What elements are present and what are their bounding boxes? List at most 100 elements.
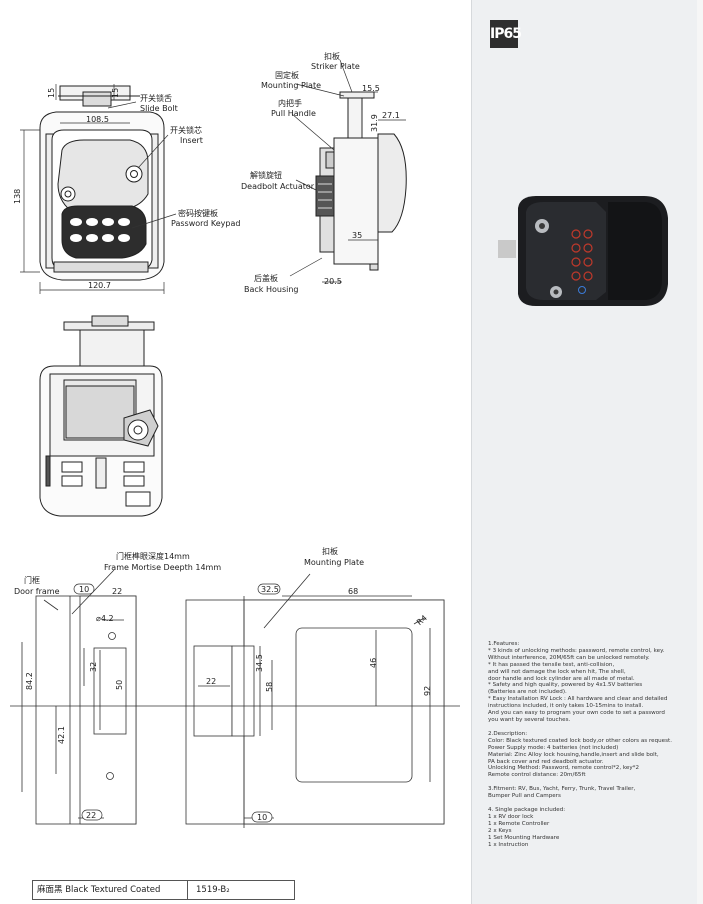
finish-code: 1519-B₂ xyxy=(196,885,230,895)
features-line: * Easy Installation RV Lock : All hardwa… xyxy=(488,696,668,703)
dim-15-right: 15 xyxy=(111,88,120,98)
features-section: 1.Features: * 3 kinds of unlocking metho… xyxy=(488,641,693,724)
dim-120-7: 120.7 xyxy=(88,281,111,290)
dim-108-5: 108.5 xyxy=(86,115,109,124)
fitment-line: 3.Fitment: RV, Bus, Yacht, Ferry, Trunk,… xyxy=(488,786,636,793)
label-slide-bolt-cn: 开关锁舌 xyxy=(140,93,172,103)
dim-92: 92 xyxy=(423,686,432,696)
label-actuator-en: Deadbolt Actuator xyxy=(241,182,315,191)
dim-138: 138 xyxy=(13,189,22,204)
label-mounting-cn: 固定板 xyxy=(275,70,299,80)
dim-27-1: 27.1 xyxy=(382,111,400,120)
label-slide-bolt-en: Slide Bolt xyxy=(140,104,178,113)
side-view xyxy=(315,91,407,271)
label-doorframe-en: Door frame xyxy=(14,587,60,596)
features-line: Without interference, 20M/65ft can be un… xyxy=(488,654,650,661)
label-housing-en: Back Housing xyxy=(244,285,298,294)
label-actuator-cn: 解锁旋钮 xyxy=(250,170,282,180)
pill-32-5 xyxy=(257,583,281,595)
technical-drawings: 15 15 108.5 138 120.7 开关锁舌 Slide Bolt 开关… xyxy=(10,51,460,828)
description-line: Color: Black textured coated lock body,o… xyxy=(488,737,672,744)
package-line: 1 x Remote Controller xyxy=(488,820,550,827)
info-panel xyxy=(471,0,698,904)
description-line: Unlocking Method: Password, remote contr… xyxy=(488,765,640,772)
cutout-left xyxy=(10,569,150,825)
fitment-line: Bumper Pull and Campers xyxy=(488,793,561,800)
description-line: 2.Description: xyxy=(488,730,528,737)
dim-58: 58 xyxy=(265,682,274,692)
front-view-dimensions xyxy=(20,84,177,294)
features-line: instructions included, it only takes 10-… xyxy=(488,703,644,710)
label-handle-cn: 内把手 xyxy=(278,98,302,108)
dim-20-5: 20.5 xyxy=(324,277,342,286)
pill-10-bottom xyxy=(251,811,273,823)
label-mplate-en: Mounting Plate xyxy=(304,558,364,567)
product-notes: 1.Features: * 3 kinds of unlocking metho… xyxy=(488,641,693,855)
label-handle-en: Pull Handle xyxy=(271,109,316,118)
package-line: 1 Set Mounting Hardware xyxy=(488,834,560,841)
features-line: * 3 kinds of unlocking methods: password… xyxy=(488,647,665,654)
description-line: Power Supply mode: 4 batteries (not incl… xyxy=(488,744,619,751)
features-line: 1.Features: xyxy=(488,641,520,647)
finish-table: 麻面黑 Black Textured Coated 1519-B₂ xyxy=(32,880,295,900)
dim-32: 32 xyxy=(89,662,98,672)
finish-name: 麻面黑 Black Textured Coated xyxy=(33,881,188,899)
package-line: 1 x Instruction xyxy=(488,841,529,848)
description-section: 2.Description: Color: Black textured coa… xyxy=(488,731,693,779)
label-striker-cn: 扣板 xyxy=(324,51,340,61)
cutout-right xyxy=(150,573,460,828)
label-insert-en: Insert xyxy=(180,136,203,145)
dim-32-5: 32.5 xyxy=(261,585,279,594)
dim-50: 50 xyxy=(115,680,124,690)
label-doorframe-cn: 门框 xyxy=(24,575,40,585)
dim-10-bottom: 10 xyxy=(257,813,267,822)
features-line: And you can easy to program your own cod… xyxy=(488,710,665,717)
description-line: Material: Zinc Alloy lock housing,handle… xyxy=(488,751,659,758)
dim-84-2: 84.2 xyxy=(25,672,34,690)
features-line: * It has passed the tensile test, anti-c… xyxy=(488,661,615,668)
features-line: door handle and lock cylinder are all ma… xyxy=(488,675,635,682)
dim-4-2: ⌀4.2 xyxy=(96,614,114,623)
label-keypad-en: Password Keypad xyxy=(171,219,240,228)
package-line: 1 x RV door lock xyxy=(488,813,534,820)
front-view xyxy=(39,85,165,281)
label-mortise-en: Frame Mortise Deepth 14mm xyxy=(104,563,221,572)
side-view-dimensions xyxy=(289,59,406,283)
package-line: 2 x Keys xyxy=(488,827,512,834)
label-striker-en: Striker Plate xyxy=(311,62,360,71)
features-line: you want by several touches. xyxy=(488,716,571,723)
dim-15-5: 15.5 xyxy=(362,84,380,93)
dim-15-left: 15 xyxy=(47,88,56,98)
features-line: * Safety and high quality, powered by 4x… xyxy=(488,682,643,689)
dim-68: 68 xyxy=(348,587,358,596)
label-insert-cn: 开关锁芯 xyxy=(170,125,202,135)
product-photo xyxy=(496,188,674,312)
label-mplate-cn: 扣板 xyxy=(322,546,338,556)
dim-22-top: 22 xyxy=(112,587,122,596)
label-housing-cn: 后盖板 xyxy=(254,273,278,283)
ip-rating-badge: IP65 xyxy=(490,20,522,48)
label-mounting-en: Mounting Plate xyxy=(261,81,321,90)
dim-42-1: 42.1 xyxy=(57,726,66,744)
package-section: 4. Single package included: 1 x RV door … xyxy=(488,807,693,848)
features-line: (Batteries are not included). xyxy=(488,689,567,696)
dim-22-right: 22 xyxy=(206,677,216,686)
fitment-section: 3.Fitment: RV, Bus, Yacht, Ferry, Trunk,… xyxy=(488,786,693,800)
dim-46: 46 xyxy=(369,658,378,668)
label-mortise-cn: 门框榫眼深度14mm xyxy=(116,551,190,561)
features-line: and will not damage the lock when hit, T… xyxy=(488,668,626,675)
dim-22-bottom: 22 xyxy=(86,811,96,820)
description-line: Remote control distance: 20m/65ft xyxy=(488,772,586,779)
dim-35: 35 xyxy=(352,231,362,240)
description-line: PA back cover and red deadbolt actuator. xyxy=(488,758,604,765)
back-view xyxy=(39,315,163,517)
package-line: 4. Single package included: xyxy=(488,807,566,814)
pill-10-top xyxy=(73,583,95,595)
dim-10-top: 10 xyxy=(79,585,89,594)
right-edge-bar xyxy=(697,0,703,904)
pill-22-bottom xyxy=(81,809,103,821)
dim-34-5: 34.5 xyxy=(255,654,264,672)
label-keypad-cn: 密码按键板 xyxy=(178,208,218,218)
dim-31-9: 31.9 xyxy=(370,114,379,132)
